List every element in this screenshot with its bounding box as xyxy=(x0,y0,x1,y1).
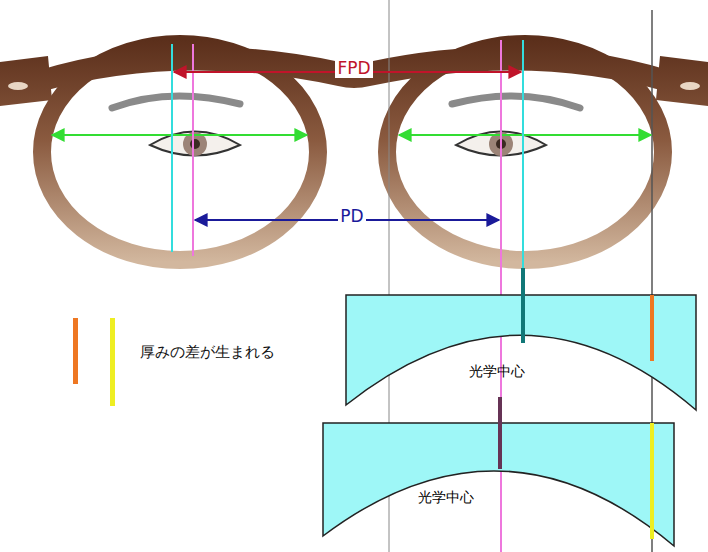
temple-tip xyxy=(680,82,700,90)
frame-center-line xyxy=(171,44,173,252)
eyebrow xyxy=(452,96,580,108)
pd-label: PD xyxy=(338,206,365,226)
thickness-mark xyxy=(498,397,502,469)
thickness-bar xyxy=(110,318,115,406)
frame-center-line xyxy=(522,40,524,300)
thickness-bar xyxy=(73,318,78,384)
lens-cross-section: 光学中心 xyxy=(322,421,676,552)
lens-cross-section: 光学中心 xyxy=(345,293,698,413)
lens-width-arrow xyxy=(52,134,307,136)
eyebrow xyxy=(112,96,240,108)
thickness-note: 厚みの差が生まれる xyxy=(140,343,275,361)
optical-center-label: 光学中心 xyxy=(418,489,474,506)
right-rim xyxy=(387,44,663,260)
left-rim xyxy=(42,44,318,260)
pupil-line xyxy=(192,44,194,256)
lens-width-arrow xyxy=(399,134,651,136)
lens-outline xyxy=(345,293,698,413)
thickness-mark xyxy=(650,423,654,539)
thickness-mark xyxy=(650,295,654,361)
fpd-label: FPD xyxy=(335,58,372,78)
lens-outline xyxy=(322,421,676,552)
thickness-mark xyxy=(521,268,525,343)
temple-tip xyxy=(8,82,28,90)
pupil xyxy=(190,139,200,149)
optical-center-label: 光学中心 xyxy=(469,363,525,380)
